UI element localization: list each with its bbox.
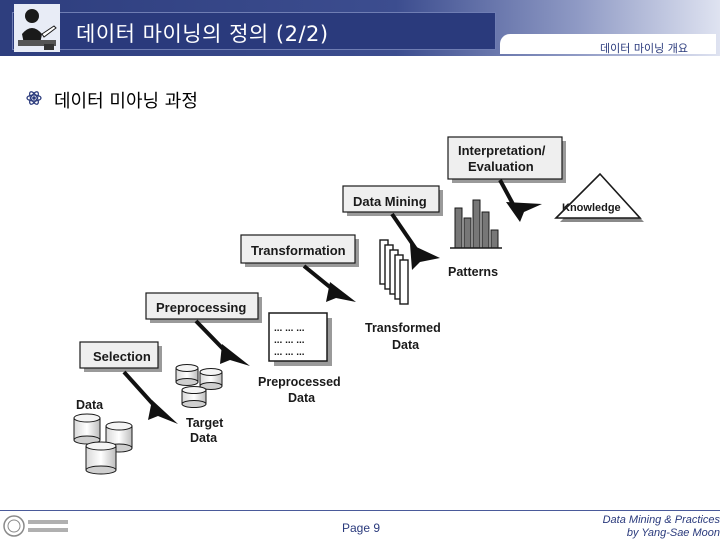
stage-label-interpretation-1: Interpretation/ <box>458 143 546 158</box>
footer-credit-line-2: by Yang-Sae Moon <box>626 527 720 539</box>
section-label: 데이터 마이닝 개요 <box>600 42 688 55</box>
stage-box-interpretation: Interpretation/ Evaluation <box>447 136 566 183</box>
arrow-interpretation <box>498 179 542 222</box>
title-box <box>12 12 496 50</box>
atom-bullet-icon <box>26 90 42 106</box>
label-preprocessed-2: Data <box>288 391 316 405</box>
label-patterns: Patterns <box>448 265 498 279</box>
footer-credit-line-1: Data Mining & Practices <box>602 514 720 526</box>
label-data: Data <box>76 398 104 412</box>
table-row: ... ... ... <box>274 335 305 346</box>
target-data-cylinders <box>175 364 223 408</box>
label-target-1: Target <box>186 416 224 430</box>
footer-credit: Data Mining & Practices by Yang-Sae Moon <box>560 514 720 540</box>
transformed-data-sheets <box>379 239 409 305</box>
stage-box-preprocessing: Preprocessing <box>145 292 262 323</box>
data-cylinder <box>175 364 199 386</box>
table-row: ... ... ... <box>274 347 305 358</box>
arrow-transformation <box>302 264 356 302</box>
patterns-bar-icon <box>450 199 502 249</box>
bullet-text: 데이터 미아닝 과정 <box>54 91 198 112</box>
stage-box-selection: Selection <box>79 341 162 372</box>
footer-divider <box>0 510 720 511</box>
data-cylinder <box>181 386 207 408</box>
label-transformed-2: Data <box>392 338 420 352</box>
page-number: Page 9 <box>342 521 381 535</box>
stage-box-transformation: Transformation <box>240 234 359 267</box>
person-at-desk-icon <box>14 4 60 52</box>
label-preprocessed-1: Preprocessed <box>258 375 341 389</box>
label-transformed-1: Transformed <box>365 321 441 335</box>
data-cylinder <box>199 368 223 390</box>
data-cylinder <box>73 413 101 445</box>
section-tab <box>500 34 716 54</box>
arrow-selection <box>122 370 178 424</box>
stage-label-data-mining: Data Mining <box>353 194 427 209</box>
arrow-preprocessing <box>194 319 250 366</box>
university-seal-icon <box>2 514 72 538</box>
label-target-2: Data <box>190 431 218 445</box>
preprocessed-data-table: ... ... ... ... ... ... ... ... ... <box>268 312 332 366</box>
stage-label-selection: Selection <box>93 349 151 364</box>
stage-label-preprocessing: Preprocessing <box>156 300 246 315</box>
arrow-data-mining <box>390 212 440 270</box>
table-row: ... ... ... <box>274 323 305 334</box>
page-title: 데이터 마이닝의 정의 (2/2) <box>76 22 329 46</box>
stage-label-transformation: Transformation <box>251 243 346 258</box>
kdd-process-diagram: Selection Preprocessing Transformation D… <box>73 136 644 475</box>
knowledge-triangle: Knowledge <box>554 172 644 222</box>
label-knowledge: Knowledge <box>562 202 621 214</box>
data-cylinder <box>85 441 117 475</box>
data-cylinders <box>73 413 133 475</box>
stage-box-data-mining: Data Mining <box>342 185 443 216</box>
process-arrows <box>122 179 542 424</box>
stage-label-interpretation-2: Evaluation <box>468 159 534 174</box>
